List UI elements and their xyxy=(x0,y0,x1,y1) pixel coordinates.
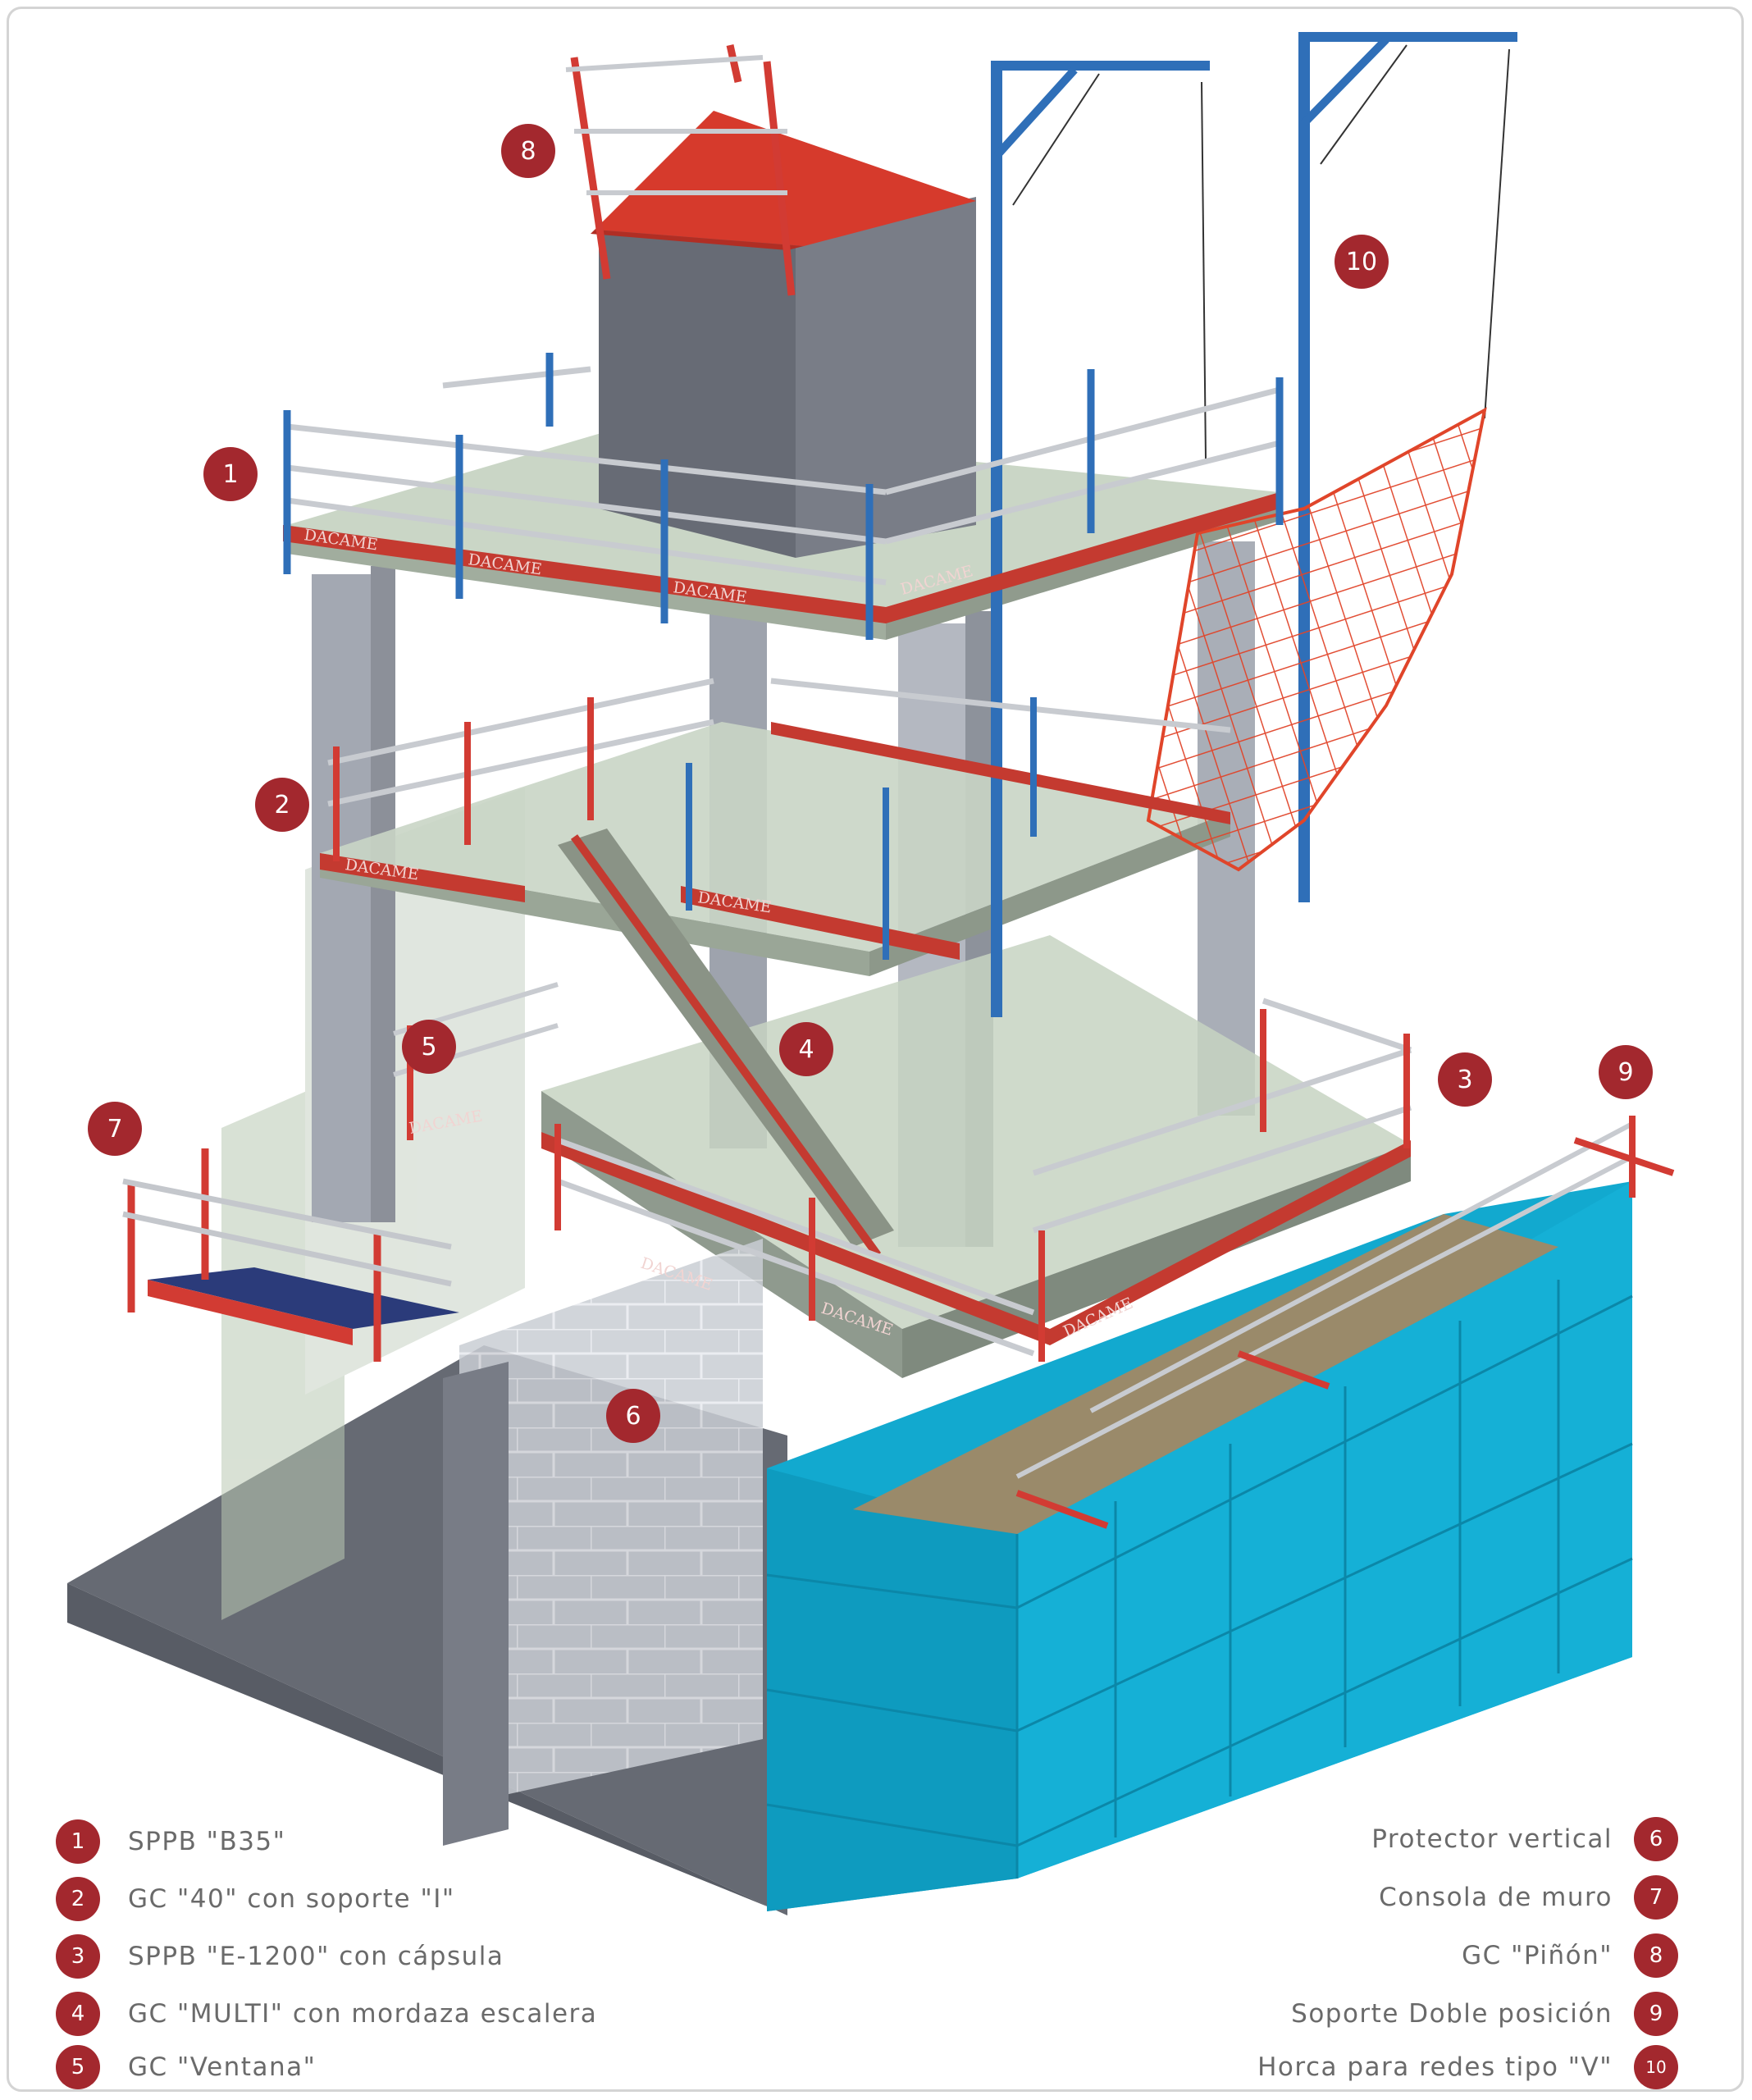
protector-vertical-zone xyxy=(443,1239,763,1846)
stair xyxy=(558,829,894,1258)
legend-label: SPPB "E-1200" con cápsula xyxy=(128,1942,504,1971)
legend-item: 4 GC "MULTI" con mordaza escalera xyxy=(56,1989,597,2038)
callout-1: 1 xyxy=(203,447,258,501)
legend-number: 7 xyxy=(1634,1875,1678,1920)
legend-number: 10 xyxy=(1634,2045,1678,2089)
gable-guardrail xyxy=(565,44,796,296)
legend-item: 8 GC "Piñón" xyxy=(1462,1931,1678,1980)
legend-item: 9 Soporte Doble posición xyxy=(1291,1989,1678,2038)
legend-label: GC "Ventana" xyxy=(128,2052,317,2082)
lower-guardrail xyxy=(541,998,1412,1362)
legend-label: Protector vertical xyxy=(1371,1824,1613,1854)
double-position-supports xyxy=(1015,1116,1675,1529)
legend-number: 8 xyxy=(1634,1933,1678,1978)
legend-number: 4 xyxy=(56,1992,100,2036)
callout-3: 3 xyxy=(1438,1052,1492,1107)
callout-4: 4 xyxy=(779,1022,833,1076)
legend-number: 3 xyxy=(56,1934,100,1979)
middle-guardrail xyxy=(320,678,1231,960)
legend-label: Soporte Doble posición xyxy=(1291,1999,1613,2029)
wall-console xyxy=(122,1148,459,1362)
legend-number: 2 xyxy=(56,1877,100,1921)
legend-item: 3 SPPB "E-1200" con cápsula xyxy=(56,1932,504,1981)
legend-item: 1 SPPB "B35" xyxy=(56,1817,285,1866)
legend-label: Horca para redes tipo "V" xyxy=(1257,2052,1613,2082)
legend-number: 1 xyxy=(56,1819,100,1864)
safety-net xyxy=(1146,407,1487,872)
legend-item: 2 GC "40" con soporte "I" xyxy=(56,1874,455,1924)
callout-6: 6 xyxy=(606,1389,660,1443)
legend-label: Consola de muro xyxy=(1379,1883,1613,1912)
legend-item: 7 Consola de muro xyxy=(1379,1873,1678,1922)
callout-8: 8 xyxy=(501,124,555,178)
callout-5: 5 xyxy=(402,1020,456,1074)
legend-label: GC "Piñón" xyxy=(1462,1941,1613,1970)
callout-9: 9 xyxy=(1599,1045,1653,1099)
callout-2: 2 xyxy=(255,778,309,832)
formwork-wall xyxy=(766,1181,1633,1911)
legend-item: 6 Protector vertical xyxy=(1371,1815,1678,1864)
legend-label: GC "MULTI" con mordaza escalera xyxy=(128,1999,598,2029)
legend-label: GC "40" con soporte "I" xyxy=(128,1884,455,1914)
legend-label: SPPB "B35" xyxy=(128,1827,286,1856)
legend-number: 5 xyxy=(56,2045,100,2089)
top-guardrail xyxy=(283,353,1284,640)
legend-number: 6 xyxy=(1634,1817,1678,1861)
callout-10: 10 xyxy=(1335,235,1389,289)
legend-item: 5 GC "Ventana" xyxy=(56,2043,316,2092)
legend-number: 9 xyxy=(1634,1992,1678,2036)
callout-7: 7 xyxy=(88,1102,142,1156)
legend-item: 10 Horca para redes tipo "V" xyxy=(1257,2043,1678,2092)
stair-hut xyxy=(591,111,976,558)
